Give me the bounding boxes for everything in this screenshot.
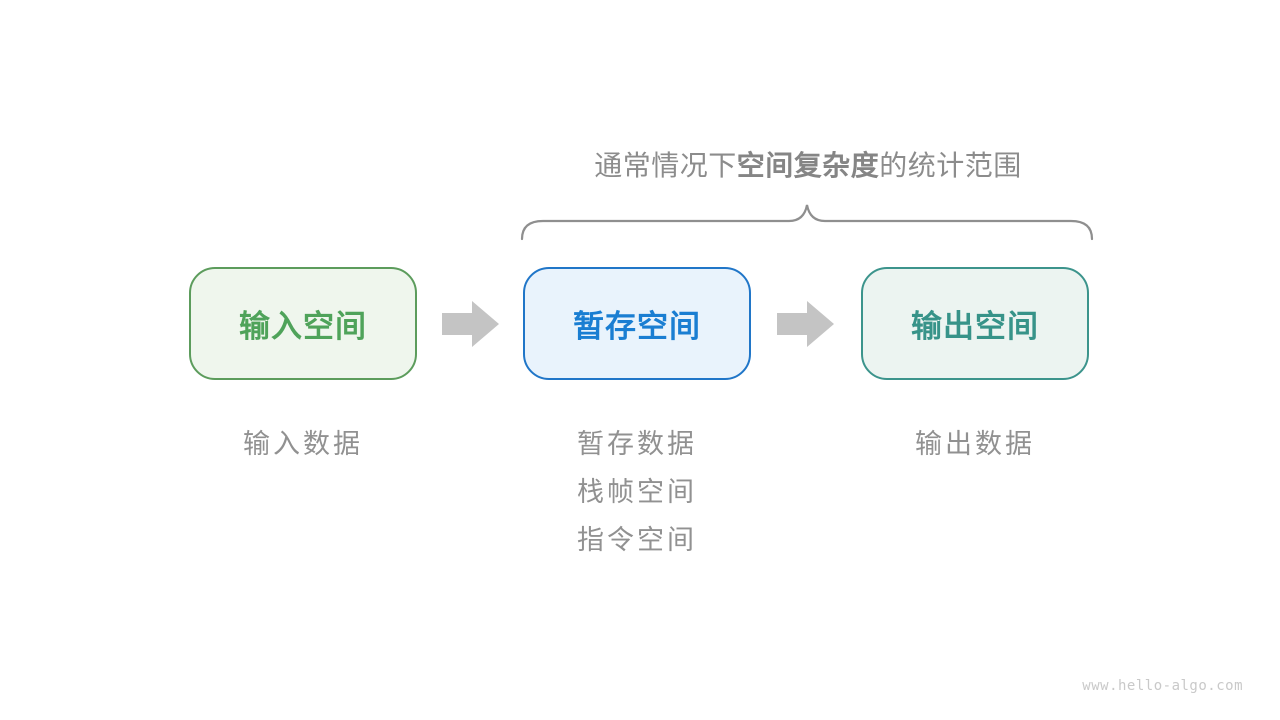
title-suffix: 的统计范围 xyxy=(879,150,1022,181)
title-bold-term: 空间复杂度 xyxy=(736,150,880,181)
output-space-caption: 输出数据 xyxy=(861,420,1089,468)
temp-space-box: 暂存空间 xyxy=(523,267,751,380)
input-space-box: 输入空间 xyxy=(189,267,417,380)
temp-space-caption: 暂存数据 栈帧空间 指令空间 xyxy=(523,420,751,564)
watermark: www.hello-algo.com xyxy=(1082,678,1243,694)
input-space-caption: 输入数据 xyxy=(189,420,417,468)
arrow-right-icon xyxy=(777,301,834,347)
temp-space-label: 暂存空间 xyxy=(573,309,701,344)
title-prefix: 通常情况下 xyxy=(594,150,737,181)
caption-line: 指令空间 xyxy=(577,525,697,555)
scope-brace xyxy=(520,204,1094,241)
arrow-right-icon xyxy=(442,301,499,347)
output-space-label: 输出空间 xyxy=(911,309,1039,344)
output-space-box: 输出空间 xyxy=(861,267,1089,380)
diagram-title: 通常情况下空间复杂度的统计范围 xyxy=(468,144,1148,184)
caption-line: 输出数据 xyxy=(915,429,1035,459)
caption-line: 栈帧空间 xyxy=(577,477,697,507)
input-space-label: 输入空间 xyxy=(239,309,367,344)
caption-line: 输入数据 xyxy=(243,429,363,459)
caption-line: 暂存数据 xyxy=(577,429,697,459)
